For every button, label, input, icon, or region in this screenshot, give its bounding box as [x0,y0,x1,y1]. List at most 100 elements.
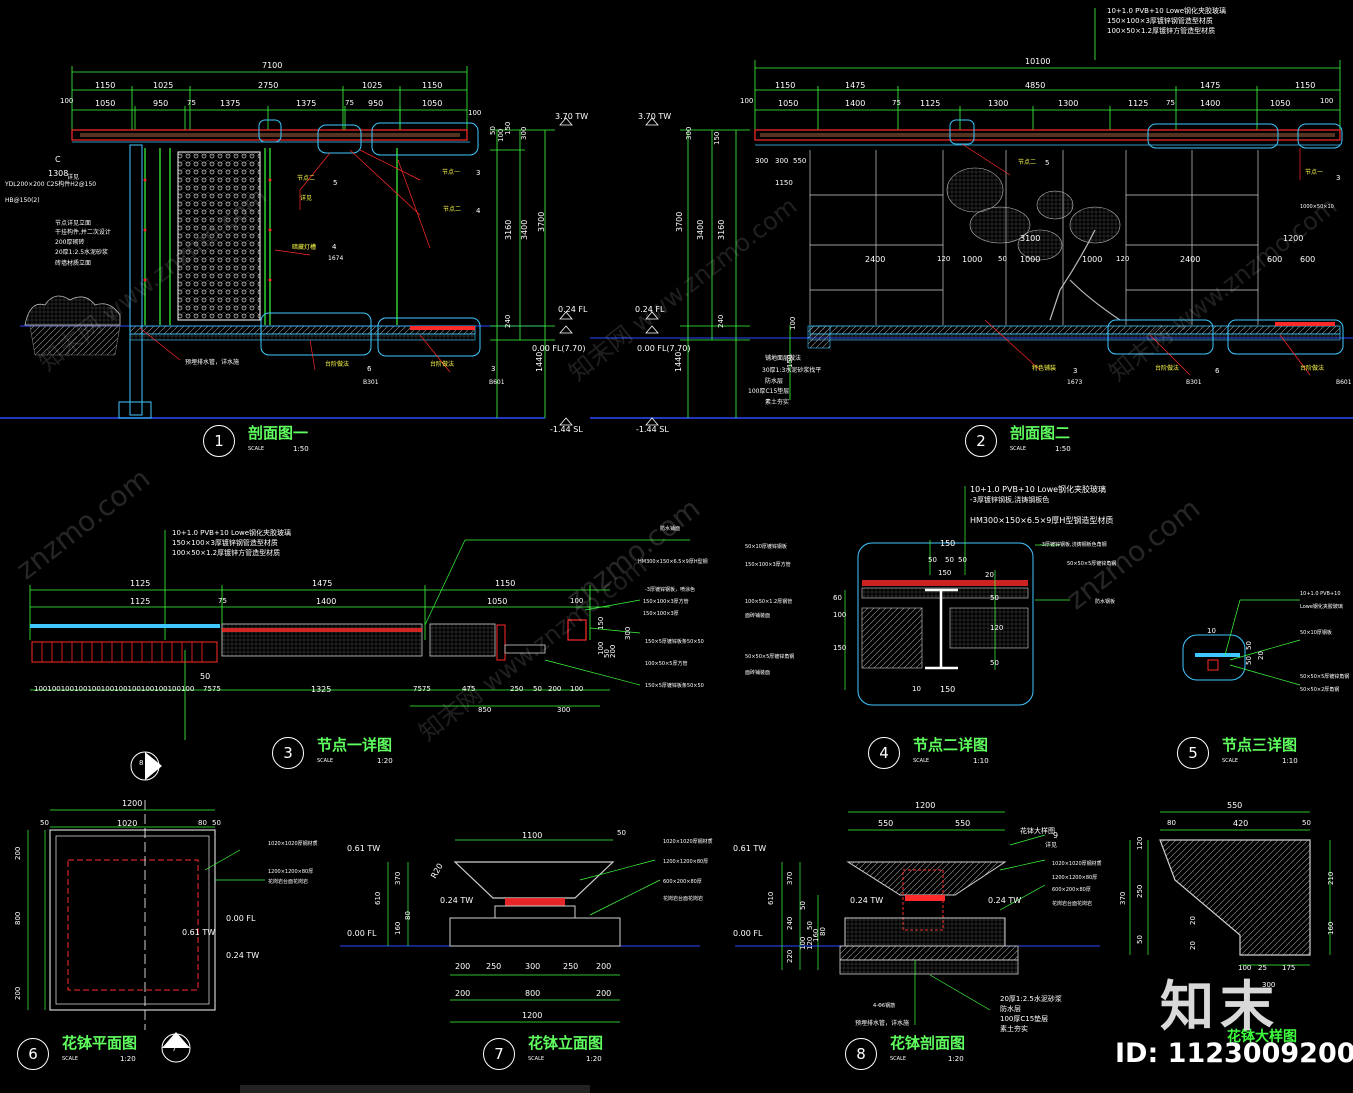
dim-text: 175 [1282,964,1296,972]
note-text: 150×5厚镀锌板条50×50 [645,639,704,645]
dim-text: 850 [478,706,492,714]
dim-text: 1300 [988,99,1009,108]
dim-text: 20 [1257,651,1265,660]
callout-number: 5 [333,179,338,187]
note-text: 砖墙材质立面 [55,260,92,267]
drawing-number-2: 2 [965,425,997,457]
dim-text: 20 [1189,916,1197,925]
callout-number: 3 [476,169,481,177]
dim-text: 150 [938,569,952,577]
dim-text: 1025 [362,81,383,90]
dim-text: 3700 [537,211,546,232]
drawing-title-text-6: 花钵平面图 [62,1034,138,1052]
dim-text: 800 [14,911,22,925]
drawing-title-text-4: 节点二详图 [913,736,989,754]
scale-value-5: 1:10 [1282,757,1298,765]
dim-text: 10100 [1025,57,1051,66]
level-text: 3.70 TW [638,112,672,121]
drawing-number-8: 8 [845,1038,877,1070]
note-text: 10+1.0 PVB+10 Lowe钢化夹胶玻璃 [1107,7,1227,15]
note-text: YDL200×200 C25构件H2@150 [5,181,97,188]
callout-text: 节点一 [442,169,461,176]
dim-text: 240 [717,314,725,328]
ref-text: 1673 [1067,379,1083,386]
dim-text: 1050 [422,99,443,108]
section-one [0,66,573,426]
dim-text: 1025 [153,81,174,90]
note-text: 干挂构件,并二次设计 [55,229,111,236]
drawing-title-text-5: 节点三详图 [1222,736,1298,754]
dim-text: 100 [570,597,584,605]
note-text: 花岗岩台面花岗岩 [663,896,704,902]
note-text: 100厚C15垫层 [1000,1015,1049,1023]
dim-text: 50 [200,672,211,681]
dim-text: 1020 [117,819,138,828]
callout-text: 台阶做法 [1300,365,1325,372]
dim-text: 610 [767,891,775,905]
dim-text: 75 [1166,99,1175,107]
dim-text: 220 [786,949,794,963]
note-text: 素土夯实 [765,399,790,406]
level-text: 0.00 FL(7.70) [532,344,586,353]
dim-text: 1150 [495,579,516,588]
callout-number: 3 [1073,367,1078,375]
dim-text: 160 [394,921,402,935]
dim-text: 60 [833,594,842,602]
dim-text: 950 [368,99,384,108]
dim-text: 75 [345,99,354,107]
dim-text: 950 [153,99,169,108]
note-text: 1200×1200×80厚 [268,869,314,875]
drawing-title-text-2: 剖面图二 [1010,424,1071,442]
dim-text: 550 [878,819,894,828]
dim-text: 75 [892,99,901,107]
note-text: 30厚1:3水泥砂浆找平 [762,367,822,374]
dim-text: 1000 [962,255,983,264]
drawing-number-1: 1 [203,425,235,457]
dim-text: 120 [990,624,1004,632]
note-text: HM300×150×6.5×9厚H型钢 [638,559,708,565]
dim-text: 50 [533,685,542,693]
level-text: 0.24 TW [226,951,260,960]
callout-text: 节点二 [1018,159,1037,166]
dim-text: 100 [740,97,754,105]
dim-text: 1325 [311,685,332,694]
dim-text: 50 [212,819,221,827]
dim-text: 200 [455,962,471,971]
note-text: 50×50×5厚镀锌角钢 [1067,561,1117,567]
dim-text: 3700 [675,211,684,232]
note-text: 600×200×80厚 [1052,887,1091,893]
note-text: 150×5厚镀锌板条50×50 [645,683,704,689]
level-text: 0.00 FL [226,914,256,923]
note-text: 50×50×5厚镀锌角钢 [1300,674,1350,680]
dim-text: 80 [404,911,412,920]
note-text: Lowe钢化夹胶玻璃 [1300,604,1343,610]
dim-text: 150 [713,131,721,145]
dim-text: 2400 [865,255,886,264]
callout-text: 特色铺装 [1032,365,1057,372]
dim-text: 50 [489,126,497,135]
dim-text: 600 [1300,255,1316,264]
scale-value-8: 1:20 [948,1055,964,1063]
callout-text: 暗藏灯槽 [292,244,317,251]
note-text: 防水层 [765,378,784,385]
note-text: 预埋排水管，详水施 [185,359,240,366]
dim-text: 1440 [535,351,544,372]
ref-text: B301 [1186,379,1202,386]
dim-text: 50 [799,901,807,910]
dim-text: 1200 [1283,234,1304,243]
level-text: 0.24 TW [850,896,884,905]
section-tag: 8 [139,759,144,767]
dim-text: 300 [685,126,693,140]
note-text: 100厚C15垫层 [748,388,790,395]
note-text: 600×200×80厚 [663,879,702,885]
dim-text: 1150 [775,81,796,90]
dim-text: 1475 [312,579,333,588]
level-text: 0.61 TW [347,844,381,853]
note-text: 10+1.0 PVB+10 [1300,591,1341,597]
note-text: HM300×150×6.5×9厚H型钢造型材质 [970,516,1114,525]
dim-text: 1050 [778,99,799,108]
dim-text: 150 [504,121,512,135]
note-text: 花岗岩台面花岗岩 [268,879,309,885]
note-text: -3厚镀锌钢板,浇铸钢板色 [970,496,1050,504]
